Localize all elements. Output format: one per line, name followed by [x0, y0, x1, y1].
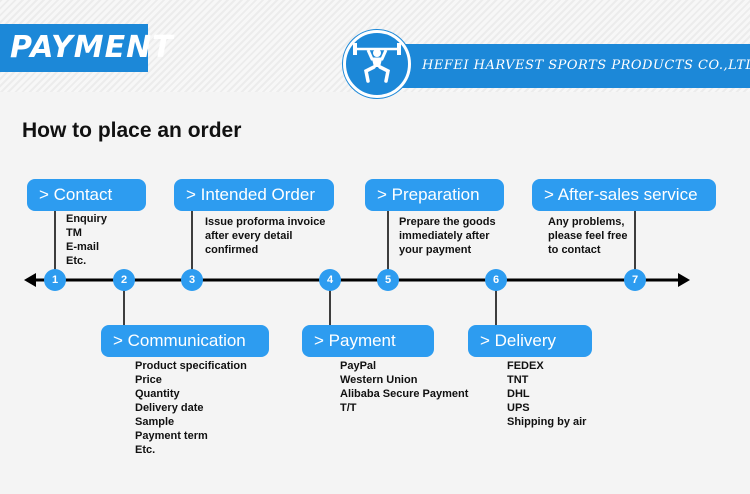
detail-item: T/T [340, 402, 357, 414]
detail-item: FEDEX [507, 360, 544, 372]
timeline-arrow-left [24, 273, 36, 287]
step-3-number: 3 [181, 269, 203, 291]
step-2-label: > Communication [101, 325, 269, 357]
step-7-details: Any problems, please feel free to contac… [548, 215, 628, 257]
detail-item: to contact [548, 244, 601, 256]
detail-item: DHL [507, 388, 530, 400]
detail-item: Quantity [135, 388, 180, 400]
step-5-label: > Preparation [365, 179, 504, 211]
detail-item: UPS [507, 402, 530, 414]
step-1-label: > Contact [27, 179, 146, 211]
step-6-details: FEDEX TNT DHL UPS Shipping by air [507, 359, 586, 429]
detail-item: Any problems, [548, 216, 625, 228]
step-6-label: > Delivery [468, 325, 592, 357]
detail-item: Shipping by air [507, 416, 587, 428]
header: PAYMENT HEFEI HARVEST SPORTS PRODUCTS CO… [0, 0, 750, 98]
detail-item: Western Union [340, 374, 418, 386]
step-5-details: Prepare the goods immediately after your… [399, 215, 496, 257]
detail-item: Enquiry [66, 213, 107, 225]
detail-item: after every detail [205, 230, 293, 242]
detail-item: Product specification [135, 360, 247, 372]
step-2-number: 2 [113, 269, 135, 291]
detail-item: Sample [135, 416, 175, 428]
detail-item: Alibaba Secure Payment [340, 388, 469, 400]
step-3-label: > Intended Order [174, 179, 334, 211]
step-4-number: 4 [319, 269, 341, 291]
detail-item: Etc. [135, 444, 156, 456]
step-4-details: PayPal Western Union Alibaba Secure Paym… [340, 359, 468, 415]
section-banner: PAYMENT [0, 24, 173, 72]
weightlifter-icon [353, 43, 401, 83]
step-7-number: 7 [624, 269, 646, 291]
detail-item: please feel free [548, 230, 628, 242]
detail-item: Prepare the goods [399, 216, 496, 228]
detail-item: immediately after [399, 230, 490, 242]
step-5-number: 5 [377, 269, 399, 291]
step-3-details: Issue proforma invoice after every detai… [205, 215, 325, 257]
timeline-arrow-right [678, 273, 690, 287]
detail-item: your payment [399, 244, 472, 256]
detail-item: Payment term [135, 430, 208, 442]
detail-item: Issue proforma invoice [205, 216, 326, 228]
page-title: How to place an order [22, 119, 242, 142]
company-banner: HEFEI HARVEST SPORTS PRODUCTS CO.,LTD. [392, 44, 750, 88]
section-title: PAYMENT [10, 30, 174, 65]
step-2-details: Product specification Price Quantity Del… [135, 359, 247, 457]
company-name: HEFEI HARVEST SPORTS PRODUCTS CO.,LTD. [422, 58, 750, 73]
detail-item: Delivery date [135, 402, 204, 414]
detail-item: TM [66, 227, 82, 239]
detail-item: Etc. [66, 255, 87, 267]
detail-item: PayPal [340, 360, 377, 372]
logo [343, 30, 411, 98]
detail-item: Price [135, 374, 162, 386]
step-6-number: 6 [485, 269, 507, 291]
detail-item: confirmed [205, 244, 259, 256]
step-7-label: > After-sales service [532, 179, 716, 211]
detail-item: TNT [507, 374, 529, 386]
step-4-label: > Payment [302, 325, 434, 357]
step-1-number: 1 [44, 269, 66, 291]
step-1-details: Enquiry TM E-mail Etc. [66, 212, 107, 268]
detail-item: E-mail [66, 241, 100, 253]
